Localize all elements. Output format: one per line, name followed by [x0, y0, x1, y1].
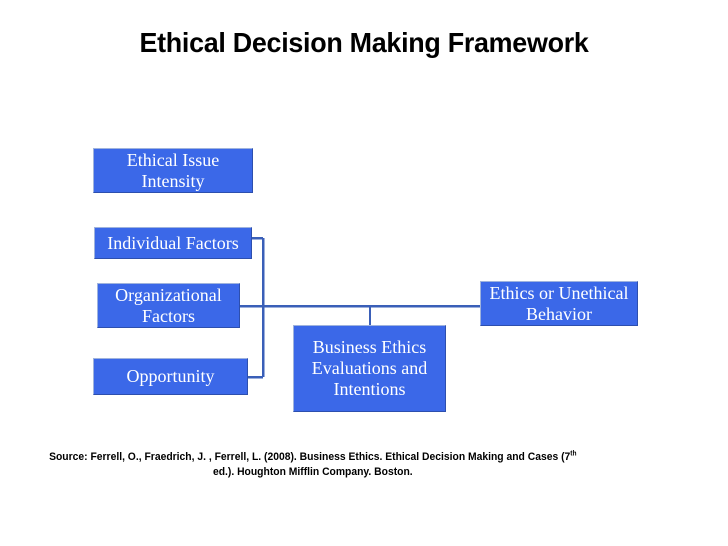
node-label: Opportunity: [126, 366, 215, 386]
source-citation: Source: Ferrell, O., Fraedrich, J. , Fer…: [12, 450, 614, 480]
node-label: Individual Factors: [107, 232, 239, 253]
page-title: Ethical Decision Making Framework: [139, 27, 589, 58]
framework-diagram: Ethical Issue Intensity Individual Facto…: [93, 148, 638, 412]
node-label: Business Ethics Evaluations and Intentio…: [311, 337, 428, 399]
connector-lines: [240, 236, 481, 379]
source-ordinal-suffix: th: [570, 450, 577, 458]
source-line-2: ed.). Houghton Mifflin Company. Boston.: [212, 466, 413, 478]
node-ethical-issue-intensity[interactable]: Ethical Issue Intensity: [93, 148, 253, 193]
node-business-ethics-evaluations-and-intentions[interactable]: Business Ethics Evaluations and Intentio…: [293, 325, 446, 412]
node-individual-factors[interactable]: Individual Factors: [94, 227, 252, 259]
node-label: Ethics or Unethical Behavior: [489, 282, 629, 324]
node-organizational-factors[interactable]: Organizational Factors: [97, 283, 240, 328]
source-line-1: Source: Ferrell, O., Fraedrich, J. , Fer…: [49, 451, 571, 463]
node-opportunity[interactable]: Opportunity: [93, 358, 248, 395]
node-label: Ethical Issue Intensity: [126, 149, 220, 191]
node-ethics-or-unethical-behavior[interactable]: Ethics or Unethical Behavior: [480, 281, 638, 326]
node-label: Organizational Factors: [115, 284, 222, 326]
